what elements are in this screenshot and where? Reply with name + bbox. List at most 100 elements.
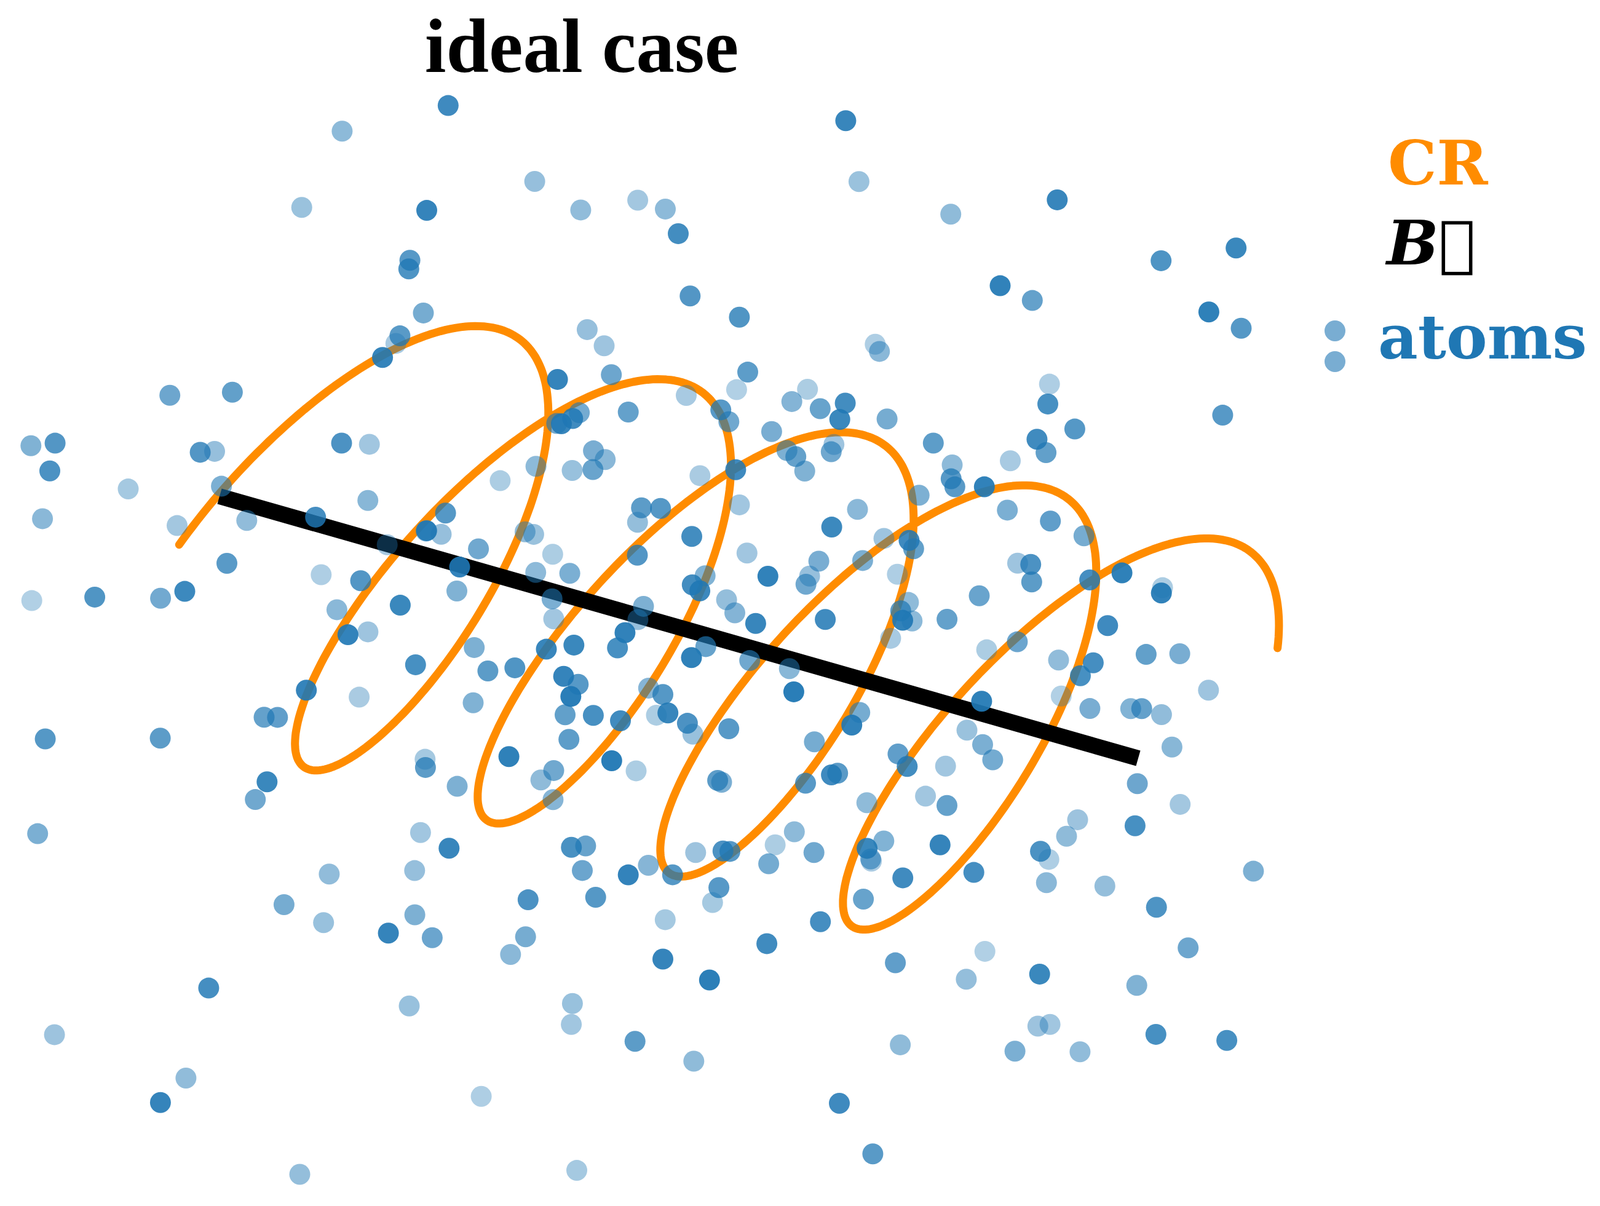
atom-dot: [372, 346, 393, 368]
atom-dot: [633, 595, 655, 617]
atom-dot: [1242, 860, 1264, 882]
atom-dot: [908, 484, 930, 506]
atom-dot: [560, 1013, 582, 1035]
atom-dot: [585, 886, 607, 908]
atom-dot: [515, 926, 537, 947]
atom-dot: [310, 564, 332, 586]
atom-dot: [499, 943, 521, 965]
atom-dot: [350, 570, 372, 591]
atom-dot: [726, 379, 748, 401]
atom-dot: [413, 302, 435, 324]
atom-dot: [389, 594, 411, 616]
atom-dot: [745, 613, 767, 634]
atom-dot: [600, 364, 622, 385]
atom-dot: [860, 850, 882, 872]
atom-dot: [291, 196, 313, 218]
atom-dot: [814, 608, 836, 630]
atom-dot: [809, 398, 831, 420]
atom-dot: [757, 565, 779, 587]
atom-dot: [118, 478, 139, 500]
atom-dot: [571, 859, 593, 881]
atom-dot: [568, 402, 590, 424]
atom-dot: [1039, 510, 1061, 532]
atom-dot: [625, 760, 647, 781]
atom-dot: [637, 854, 659, 876]
atom-dot: [1198, 301, 1220, 323]
atom-dot: [1004, 1040, 1026, 1062]
atom-dot: [447, 776, 468, 797]
atom-dot: [601, 750, 623, 772]
atom-dot: [1007, 552, 1029, 574]
atom-dot: [835, 110, 856, 131]
atom-dot: [820, 441, 842, 463]
atom-dot: [295, 679, 317, 701]
atom-dot: [517, 889, 539, 911]
atom-dot: [449, 556, 471, 578]
atom-dot: [707, 769, 729, 791]
atom-dot: [204, 440, 226, 462]
atom-dot: [897, 592, 919, 614]
atom-dot: [175, 1067, 197, 1089]
atom-dot: [210, 475, 232, 497]
atom-dot: [1145, 1023, 1167, 1045]
atom-dot: [627, 544, 649, 566]
atom-dot: [617, 864, 639, 886]
atom-dot: [44, 1023, 66, 1045]
atom-dot: [922, 432, 944, 454]
atom-dot: [1152, 577, 1174, 599]
atom-dot: [216, 552, 238, 574]
atom-dot: [972, 734, 994, 756]
atom-dot: [887, 743, 909, 765]
atom-dot: [667, 223, 689, 245]
atom-dot: [898, 530, 920, 551]
atom-dot: [852, 549, 874, 571]
figure-title: ideal case: [424, 7, 739, 85]
atom-dot: [889, 1034, 911, 1056]
atom-dot: [675, 384, 697, 406]
atom-dot: [1161, 736, 1183, 758]
atom-dot: [737, 361, 759, 383]
atom-dot: [166, 515, 188, 537]
atom-dot: [873, 527, 895, 549]
atom-dot: [150, 1092, 171, 1113]
atom-dot: [794, 460, 816, 482]
atom-dot: [1150, 250, 1172, 272]
atom-dot: [463, 637, 485, 658]
atom-dot: [758, 853, 780, 875]
atom-dot: [405, 654, 427, 676]
atom-dot: [783, 681, 805, 703]
atom-dot: [1069, 665, 1091, 687]
atom-dot: [416, 199, 438, 221]
atom-dot: [682, 723, 704, 745]
atom-dot: [999, 450, 1021, 472]
atom-dot: [630, 497, 652, 519]
legend-label: CR: [1387, 132, 1489, 194]
atom-dot: [414, 748, 436, 770]
atom-dot: [1126, 974, 1148, 996]
atom-dot: [799, 565, 821, 587]
atom-dot: [756, 932, 778, 954]
atom-dot: [421, 927, 443, 949]
legend-atom-dot: [1324, 351, 1346, 373]
atom-dot: [627, 190, 649, 211]
atom-dot: [312, 911, 334, 933]
atom-dot: [198, 977, 219, 999]
atom-dot: [835, 392, 856, 414]
atom-dot: [437, 95, 459, 117]
atom-dot: [566, 1159, 588, 1181]
atom-dot: [638, 677, 660, 699]
atom-dot: [159, 384, 181, 406]
atom-dot: [415, 520, 437, 542]
atom-dot: [398, 258, 420, 280]
atom-dot: [435, 502, 457, 524]
atom-dot: [331, 120, 353, 142]
atom-dot: [1177, 937, 1199, 959]
atom-dot: [685, 841, 706, 863]
atom-dot: [1039, 373, 1061, 395]
atom-dot: [969, 585, 991, 607]
atom-dot: [689, 464, 711, 486]
atom-dot: [892, 867, 914, 888]
atom-dot: [467, 538, 489, 559]
atom-dot: [1056, 825, 1078, 847]
atom-dot: [504, 657, 526, 679]
